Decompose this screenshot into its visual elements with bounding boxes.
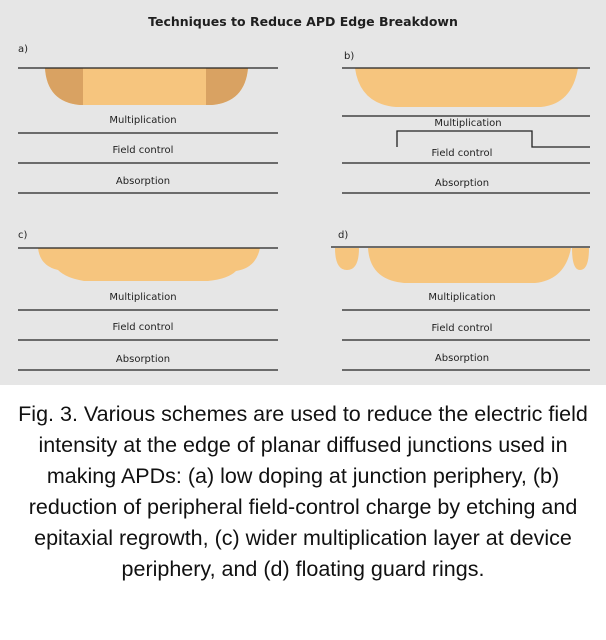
panel-a-low-doping-left <box>45 68 83 105</box>
panel-c-junction <box>38 248 260 281</box>
caption-area: Fig. 3. Various schemes are used to redu… <box>0 385 606 640</box>
figure: Techniques to Reduce APD Edge Breakdown … <box>0 0 606 385</box>
panel-c-letter: c) <box>18 230 27 241</box>
panel-c: c) Multiplication Field control Absorpti… <box>18 230 278 371</box>
panel-d-junction <box>368 248 571 283</box>
panel-b-multiplication-label: Multiplication <box>434 118 501 129</box>
panel-d: d) Multiplication Field control Absorpti… <box>331 230 590 371</box>
panel-b-letter: b) <box>344 51 354 62</box>
panel-d-guard-ring-right <box>572 248 589 270</box>
panel-a-multiplication-label: Multiplication <box>109 115 176 126</box>
panel-b: b) Multiplication Field control Absorpti… <box>342 51 590 194</box>
panel-b-junction <box>355 68 578 107</box>
panel-a: a) Multiplication Field control Absorpti… <box>18 44 278 194</box>
panel-c-absorption-label: Absorption <box>116 354 170 365</box>
panel-d-letter: d) <box>338 230 348 241</box>
panel-b-field-control-label: Field control <box>432 148 493 159</box>
panel-a-low-doping-right <box>206 68 248 105</box>
panel-d-guard-ring-left <box>335 248 359 270</box>
panel-d-absorption-label: Absorption <box>435 353 489 364</box>
panel-d-field-control-label: Field control <box>432 323 493 334</box>
panel-c-field-control-label: Field control <box>113 322 174 333</box>
panel-b-absorption-label: Absorption <box>435 178 489 189</box>
panel-b-field-control-step <box>396 130 590 148</box>
panel-c-multiplication-label: Multiplication <box>109 292 176 303</box>
panel-a-absorption-label: Absorption <box>116 176 170 187</box>
panel-a-letter: a) <box>18 44 28 55</box>
apd-diagram: Techniques to Reduce APD Edge Breakdown … <box>18 14 590 371</box>
panel-d-multiplication-label: Multiplication <box>428 292 495 303</box>
figure-caption: Fig. 3. Various schemes are used to redu… <box>18 402 588 581</box>
figure-title: Techniques to Reduce APD Edge Breakdown <box>148 14 458 29</box>
panel-a-junction <box>45 68 248 105</box>
panel-a-field-control-label: Field control <box>113 145 174 156</box>
